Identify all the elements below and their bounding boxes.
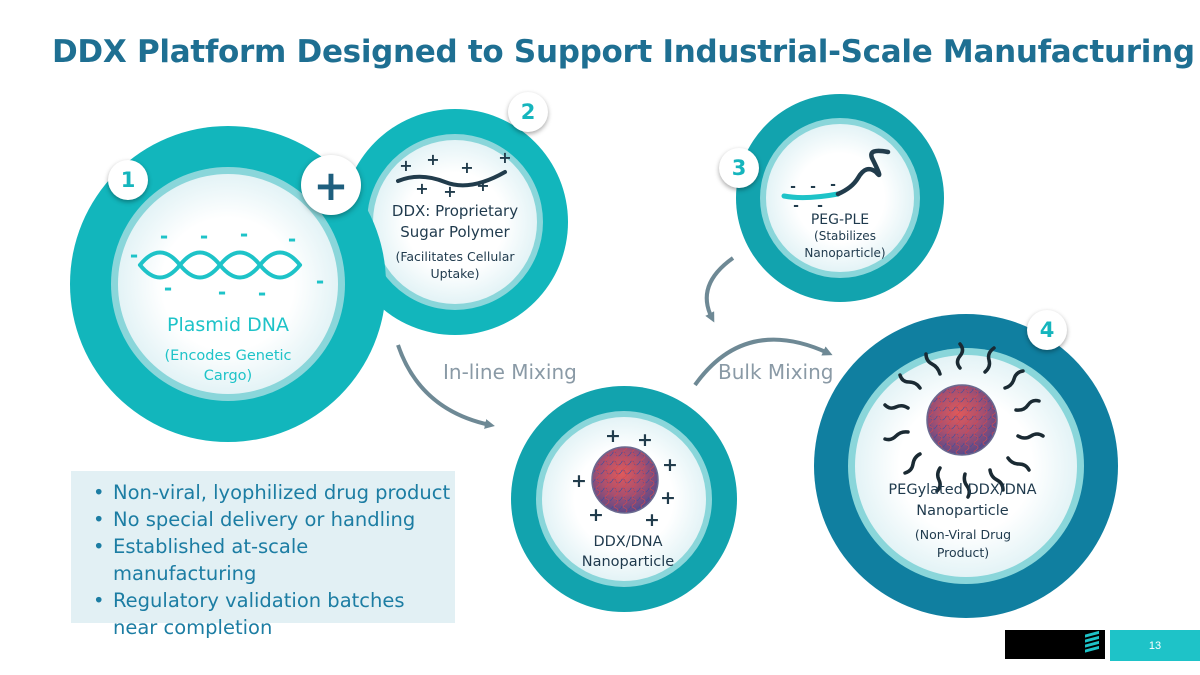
dna-helix-icon: [138, 250, 302, 280]
inline-mixing-arrow: [396, 344, 495, 429]
nanoparticle-core-icon: [591, 446, 659, 514]
pegylated-nanoparticle-detail: (Non-Viral Drug Product): [914, 527, 1012, 560]
charge-sign: +: [426, 150, 439, 169]
charge-sign: -: [316, 269, 324, 293]
circle-peg-ple: [736, 94, 944, 302]
charge-sign: +: [644, 509, 660, 531]
company-logo: [1005, 630, 1105, 659]
plasmid-dna-detail: (Encodes Genetic Cargo): [164, 348, 292, 384]
circle-pegylated-nanoparticle: [814, 314, 1118, 618]
charge-sign: +: [571, 470, 587, 492]
plasmid-dna-label: Plasmid DNA: [166, 314, 289, 336]
key-point-item: No special delivery or handling: [93, 506, 455, 533]
charge-sign: +: [443, 182, 456, 201]
key-point-item: Established at-scale manufacturing: [93, 533, 455, 587]
peg-ple-detail: (Stabilizes Nanoparticle): [804, 229, 886, 260]
charge-sign: -: [810, 179, 816, 195]
bulk-mixing-label: Bulk Mixing: [718, 360, 834, 384]
page-number: 13: [1110, 630, 1200, 661]
charge-sign: -: [130, 243, 138, 267]
charge-sign: +: [498, 148, 511, 167]
charge-sign: +: [476, 176, 489, 195]
step-badge-4: 4: [1027, 310, 1067, 350]
bulk-mixing-arrow: [693, 337, 833, 387]
charge-sign: -: [790, 179, 796, 195]
charge-sign: -: [793, 198, 799, 214]
charge-sign: -: [218, 280, 226, 304]
charge-sign: -: [164, 276, 172, 300]
charge-sign: +: [399, 156, 412, 175]
inline-mixing-label: In-line Mixing: [443, 360, 577, 384]
ddx-polymer-detail: (Facilitates Cellular Uptake): [395, 249, 515, 281]
charge-sign: -: [160, 224, 168, 248]
charge-sign: -: [200, 224, 208, 248]
combine-plus-badge: [301, 155, 361, 215]
charge-sign: +: [637, 429, 653, 451]
pegylated-nanoparticle-icon: [883, 342, 1045, 499]
charge-sign: -: [817, 198, 823, 214]
peg-ple-charges: - - - - -: [790, 177, 836, 214]
charge-sign: -: [258, 281, 266, 305]
peg-ple-strand-icon: [781, 148, 891, 201]
ddx-dna-nanoparticle-label: DDX/DNA Nanoparticle: [581, 534, 675, 570]
charge-sign: -: [288, 227, 296, 251]
plasmid-charges: - - - - - - - - -: [130, 222, 324, 305]
nanoparticle-charges: + + + + + + +: [571, 425, 678, 531]
circle-plasmid-dna: [70, 126, 386, 442]
pegylated-nanoparticle-label: PEGylated DDX/DNA Nanoparticle: [888, 482, 1037, 519]
peg-ple-feed-arrow: [704, 256, 735, 323]
charge-sign: +: [662, 454, 678, 476]
peg-ple-label: PEG-PLE: [810, 212, 870, 228]
combine-plus-icon: +: [313, 161, 348, 210]
step-badge-1: 1: [108, 160, 148, 200]
polymer-charges: + + + + + + +: [399, 148, 511, 201]
charge-sign: +: [460, 158, 473, 177]
key-points-list: Non-viral, lyophilized drug product No s…: [71, 471, 455, 641]
charge-sign: +: [605, 425, 621, 447]
step-badge-2: 2: [508, 92, 548, 132]
key-point-item: Regulatory validation batches near compl…: [93, 587, 455, 641]
key-points-box: Non-viral, lyophilized drug product No s…: [71, 471, 455, 639]
polymer-strand-icon: [396, 170, 507, 188]
charge-sign: -: [830, 177, 836, 193]
ddx-polymer-label: DDX: Proprietary Sugar Polymer: [391, 202, 519, 241]
key-point-item: Non-viral, lyophilized drug product: [93, 479, 455, 506]
charge-sign: -: [240, 222, 248, 246]
charge-sign: +: [660, 487, 676, 509]
charge-sign: +: [415, 179, 428, 198]
page-title: DDX Platform Designed to Support Industr…: [52, 34, 1195, 70]
charge-sign: +: [588, 504, 604, 526]
logo-mark-icon: [1085, 630, 1099, 653]
step-badge-3: 3: [719, 148, 759, 188]
